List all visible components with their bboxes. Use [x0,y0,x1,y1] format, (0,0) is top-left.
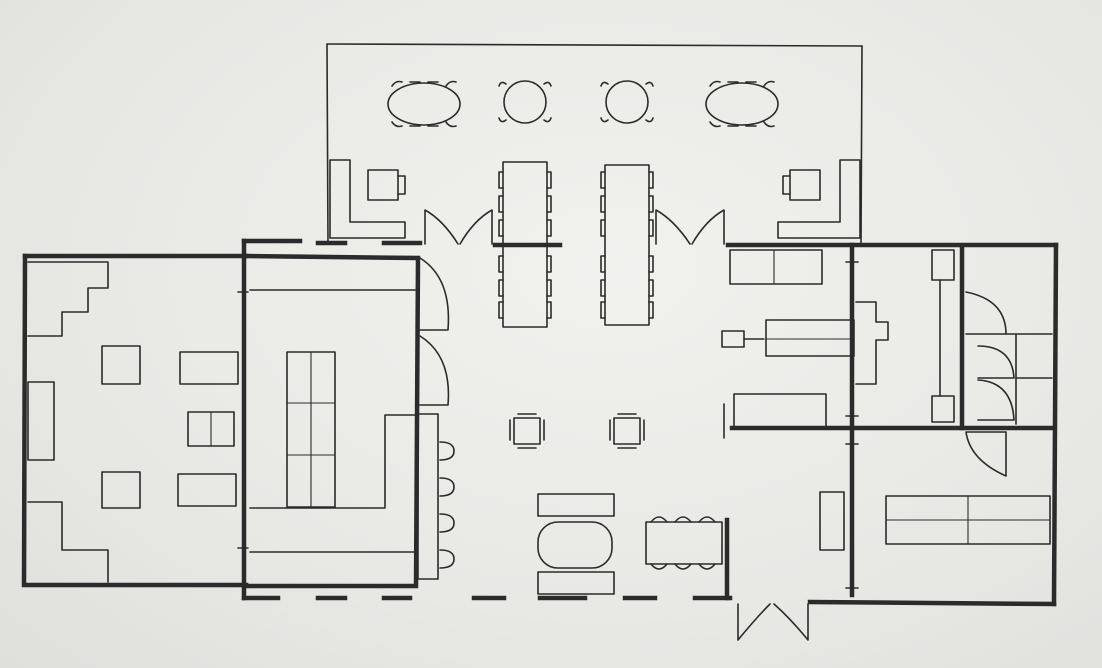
left-room [27,261,239,583]
patio [326,43,863,245]
patio-oval-table [387,80,461,128]
counter-unit [721,319,855,357]
exterior-walls [21,238,1059,607]
patio-armchair [367,169,406,201]
bar-counter [417,413,439,580]
right-rooms [845,249,1053,589]
sofa [537,571,615,595]
cafe-table [609,413,645,449]
sofa [729,249,823,285]
patio-armchair [782,169,821,201]
bar-stools [439,441,455,569]
side-cabinet [819,491,845,551]
patio-double-door-left[interactable] [424,209,493,245]
patio-round-table [600,80,654,124]
cafe-table [509,413,545,449]
long-bench-table [600,164,654,326]
patio-round-table [498,80,552,124]
patio-oval-table [705,80,779,128]
sofa [723,393,827,439]
entry-double-door[interactable] [737,603,809,641]
sofa [537,493,615,517]
dining-table [645,516,723,570]
bathtub [537,521,613,569]
center-left-room [237,289,417,553]
swing-doors[interactable] [419,257,450,406]
patio-double-door-right[interactable] [655,209,725,245]
